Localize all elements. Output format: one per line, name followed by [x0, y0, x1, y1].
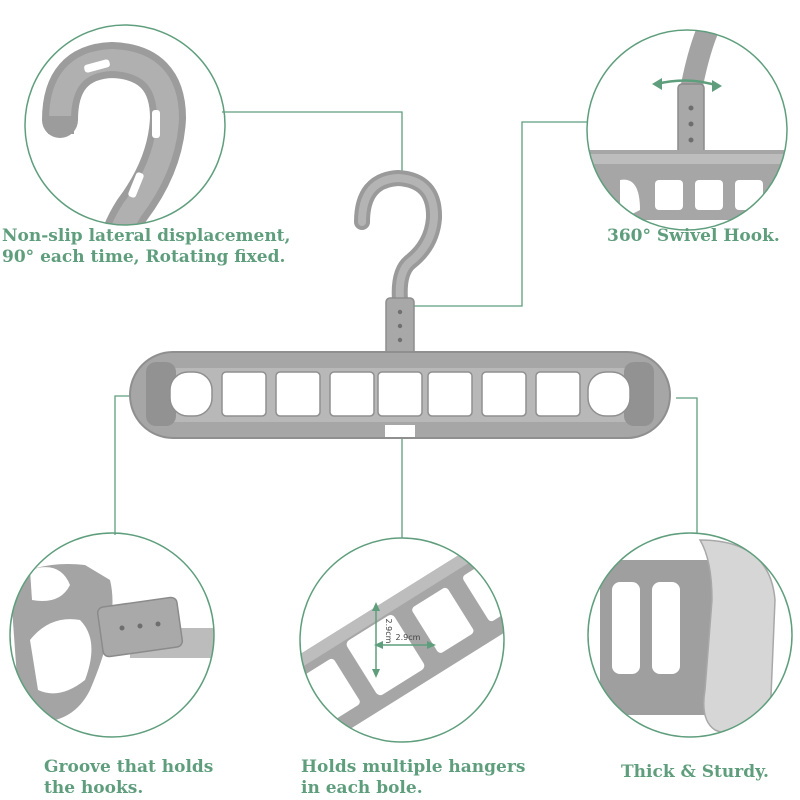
caption-groove-line2: the hooks. — [44, 778, 144, 798]
connector-bottom-left — [114, 395, 138, 535]
detail-circle-hook — [24, 24, 226, 226]
caption-rotating-line2: 90° each time, Rotating fixed. — [2, 247, 286, 267]
caption-sturdy: Thick & Sturdy. — [621, 762, 769, 783]
dimension-height-label: 2.9cm — [384, 619, 393, 644]
caption-sturdy-line1: Thick & Sturdy. — [621, 762, 769, 782]
main-hanger — [129, 169, 671, 439]
detail-circle-thick — [587, 532, 793, 738]
main-hanger-holes — [169, 371, 631, 417]
caption-swivel: 360° Swivel Hook. — [607, 226, 780, 247]
caption-rotating: Non-slip lateral displacement, 90° each … — [2, 226, 290, 268]
connector-top-left — [222, 111, 403, 178]
caption-holds: Holds multiple hangers in each bole. — [301, 757, 525, 799]
connector-top-right — [412, 121, 587, 307]
caption-groove: Groove that holds the hooks. — [44, 757, 213, 799]
caption-holds-line2: in each bole. — [301, 778, 423, 798]
caption-swivel-line1: 360° Swivel Hook. — [607, 226, 780, 246]
connector-bottom-right — [676, 397, 698, 533]
caption-holds-line1: Holds multiple hangers — [301, 757, 526, 777]
caption-groove-line1: Groove that holds — [44, 757, 214, 777]
caption-rotating-line1: Non-slip lateral displacement, — [2, 226, 291, 246]
detail-circle-groove — [9, 532, 215, 738]
detail-circle-swivel — [586, 29, 788, 231]
dimension-width-label: 2.9cm — [396, 633, 421, 642]
detail-circle-holes: 2.9cm 2.9cm — [299, 537, 505, 743]
